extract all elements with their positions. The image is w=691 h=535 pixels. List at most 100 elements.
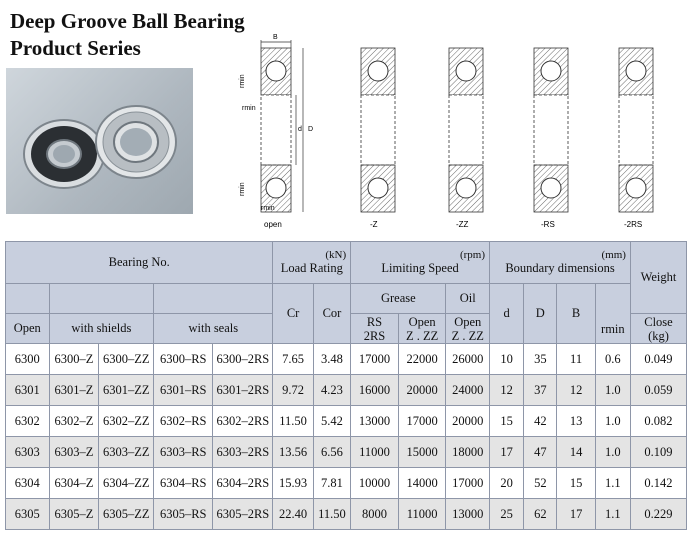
table-cell: 9.72 bbox=[272, 374, 314, 406]
rs-label: RS bbox=[366, 314, 383, 329]
table-cell: 11.50 bbox=[312, 498, 352, 530]
table-cell: 6303 bbox=[5, 436, 50, 468]
dim-rmin-1: rmin bbox=[239, 74, 246, 88]
header-oil: Oil bbox=[445, 283, 491, 314]
table-cell: 8000 bbox=[350, 498, 399, 530]
bearing-photo-illustration bbox=[23, 105, 177, 189]
table-cell: 6305–RS bbox=[153, 498, 214, 530]
variant-label-z: -Z bbox=[370, 220, 378, 229]
table-cell: 17 bbox=[556, 498, 596, 530]
dim-D-label: D bbox=[308, 126, 313, 133]
table-cell: 0.109 bbox=[629, 436, 688, 468]
table-cell: 6304–Z bbox=[48, 467, 100, 499]
table-cell: 6305–Z bbox=[48, 498, 100, 530]
table-cell: 13 bbox=[556, 405, 596, 437]
header-load-rating: (kN) Load Rating bbox=[272, 241, 352, 284]
table-cell: 6305–ZZ bbox=[98, 498, 155, 530]
table-cell: 6303–ZZ bbox=[98, 436, 155, 468]
table-cell: 22000 bbox=[397, 343, 447, 375]
open-label-grease: Open bbox=[408, 314, 436, 329]
open-bearing-drawing: B d D rmin rmin rmin rmin open bbox=[239, 34, 313, 229]
table-cell: 13000 bbox=[350, 405, 399, 437]
dim-d-label: d bbox=[298, 126, 302, 133]
table-cell: 6302–ZZ bbox=[98, 405, 155, 437]
header-with-seals: with seals bbox=[153, 313, 274, 344]
open-label-oil: Open bbox=[454, 314, 482, 329]
table-cell: 6304–2RS bbox=[212, 467, 274, 499]
2rs-label: 2RS bbox=[363, 328, 386, 343]
table-cell: 4.23 bbox=[312, 374, 352, 406]
table-cell: 17 bbox=[489, 436, 525, 468]
title-line-2: Product Series bbox=[10, 36, 141, 60]
table-cell: 0.6 bbox=[594, 343, 631, 375]
dim-rmin-2: rmin bbox=[242, 105, 256, 112]
header-bearing-no: Bearing No. bbox=[4, 241, 274, 284]
table-cell: 10000 bbox=[350, 467, 399, 499]
table-cell: 15 bbox=[489, 405, 525, 437]
dim-B-label: B bbox=[273, 34, 278, 41]
table-cell: 0.082 bbox=[629, 405, 688, 437]
table-cell: 35 bbox=[523, 343, 558, 375]
zz-bearing-drawing: -ZZ bbox=[448, 47, 484, 229]
table-cell: 7.65 bbox=[272, 343, 314, 375]
dim-rmin-3: rmin bbox=[239, 182, 246, 196]
table-cell: 11000 bbox=[397, 498, 447, 530]
header-seals-spacer bbox=[153, 283, 274, 314]
header-with-shields: with shields bbox=[48, 313, 155, 344]
table-cell: 0.229 bbox=[629, 498, 688, 530]
header-open: Open bbox=[5, 313, 50, 344]
header-open-spacer bbox=[5, 283, 50, 314]
header-weight: Weight bbox=[629, 241, 688, 314]
table-cell: 6305 bbox=[5, 498, 50, 530]
table-cell: 0.059 bbox=[629, 374, 688, 406]
header-B: B bbox=[556, 283, 596, 344]
table-cell: 62 bbox=[523, 498, 558, 530]
header-oil-open-z-zz: Open Z . ZZ bbox=[445, 313, 491, 344]
table-cell: 6.56 bbox=[312, 436, 352, 468]
table-cell: 6300 bbox=[5, 343, 50, 375]
table-cell: 6301–Z bbox=[48, 374, 100, 406]
table-cell: 11000 bbox=[350, 436, 399, 468]
table-cell: 25 bbox=[489, 498, 525, 530]
table-cell: 6303–Z bbox=[48, 436, 100, 468]
table-cell: 11.50 bbox=[272, 405, 314, 437]
table-cell: 22.40 bbox=[272, 498, 314, 530]
table-cell: 7.81 bbox=[312, 467, 352, 499]
table-cell: 6305–2RS bbox=[212, 498, 274, 530]
table-cell: 17000 bbox=[350, 343, 399, 375]
2rs-bearing-drawing: -2RS bbox=[618, 47, 654, 229]
header-D: D bbox=[523, 283, 558, 344]
rs-bearing-drawing: -RS bbox=[533, 47, 569, 229]
z-zz-label-grease: Z . ZZ bbox=[406, 328, 439, 343]
table-cell: 6301 bbox=[5, 374, 50, 406]
table-cell: 42 bbox=[523, 405, 558, 437]
table-cell: 5.42 bbox=[312, 405, 352, 437]
open-label: open bbox=[264, 220, 282, 229]
page-title: Deep Groove Ball Bearing Product Series bbox=[10, 8, 245, 62]
table-cell: 11 bbox=[556, 343, 596, 375]
product-photo bbox=[6, 68, 193, 214]
table-cell: 6304–RS bbox=[153, 467, 214, 499]
variant-label-zz: -ZZ bbox=[456, 220, 469, 229]
table-cell: 6304 bbox=[5, 467, 50, 499]
header-rmin: rmin bbox=[594, 283, 631, 344]
table-cell: 17000 bbox=[397, 405, 447, 437]
table-cell: 17000 bbox=[445, 467, 491, 499]
header-close-kg: Close (kg) bbox=[629, 313, 688, 344]
table-cell: 6301–ZZ bbox=[98, 374, 155, 406]
table-cell: 3.48 bbox=[312, 343, 352, 375]
table-cell: 6302 bbox=[5, 405, 50, 437]
header-shields-spacer bbox=[48, 283, 155, 314]
speed-unit: (rpm) bbox=[459, 249, 486, 261]
table-cell: 15000 bbox=[397, 436, 447, 468]
table-cell: 1.1 bbox=[594, 498, 631, 530]
table-cell: 18000 bbox=[445, 436, 491, 468]
spec-table: Bearing No. (kN) Load Rating (rpm) Limit… bbox=[4, 241, 688, 530]
table-cell: 1.0 bbox=[594, 405, 631, 437]
table-cell: 47 bbox=[523, 436, 558, 468]
load-unit: (kN) bbox=[325, 249, 347, 261]
